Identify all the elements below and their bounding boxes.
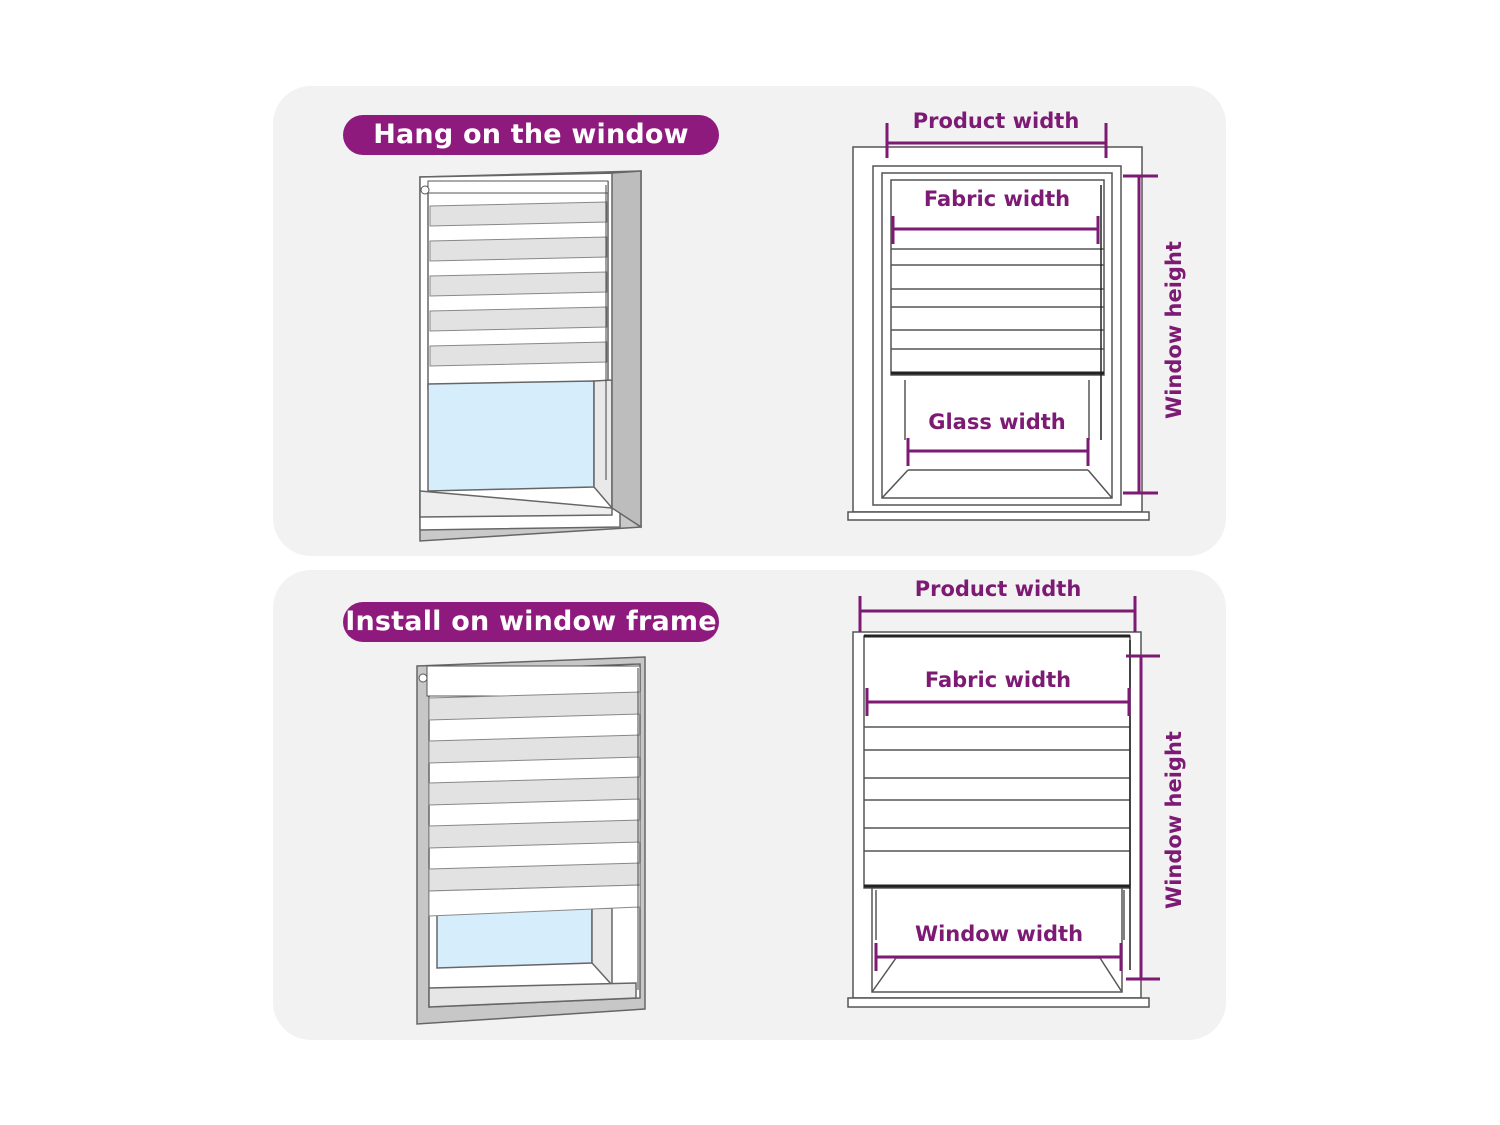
top-blind-stripes	[420, 180, 609, 480]
bottom-fabric-width-label: Fabric width	[925, 668, 1071, 692]
bottom-dimension-lines	[858, 596, 1160, 981]
top-fabric-width-label: Fabric width	[924, 187, 1070, 211]
bottom-measure-window	[847, 631, 1150, 1008]
install-on-frame-title: Install on window frame	[343, 602, 719, 642]
top-glass-width-label: Glass width	[928, 410, 1066, 434]
bottom-blind-stripes	[418, 665, 641, 990]
bottom-window-height-label: Window height	[1162, 731, 1186, 909]
top-window-height-label: Window height	[1162, 241, 1186, 419]
bottom-product-width-label: Product width	[915, 577, 1082, 601]
top-product-width-label: Product width	[913, 109, 1080, 133]
bottom-window-width-label: Window width	[915, 922, 1083, 946]
hang-on-window-title: Hang on the window	[343, 115, 719, 155]
top-measure-window	[847, 146, 1150, 521]
top-dimension-lines	[885, 123, 1158, 495]
